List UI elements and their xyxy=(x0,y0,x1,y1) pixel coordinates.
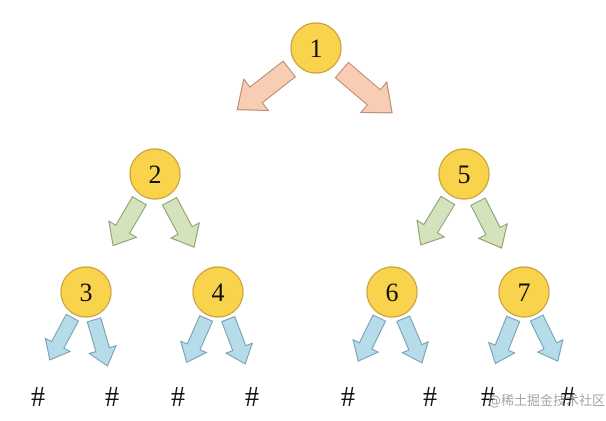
tree-node-6: 6 xyxy=(366,266,418,318)
null-marker: # xyxy=(245,382,259,413)
null-marker: # xyxy=(31,382,45,413)
tree-node-1: 1 xyxy=(290,22,342,74)
null-marker: # xyxy=(105,382,119,413)
null-marker: # xyxy=(561,382,575,413)
null-marker: # xyxy=(171,382,185,413)
tree-node-4: 4 xyxy=(192,266,244,318)
arrow-4-to-null-8 xyxy=(180,315,214,364)
nodes-layer: 1 2 5 3 4 6 7 xyxy=(60,22,550,318)
node-circle xyxy=(192,266,244,318)
arrow-2-to-4-3 xyxy=(161,196,201,248)
tree-node-2: 2 xyxy=(129,148,181,200)
null-marker: # xyxy=(423,382,437,413)
arrow-3-to-null-7 xyxy=(86,317,117,367)
node-label: 1 xyxy=(310,34,323,63)
arrow-2-to-3-2 xyxy=(108,196,147,247)
arrow-5-to-7-5 xyxy=(470,197,509,249)
node-circle xyxy=(438,148,490,200)
node-label: 5 xyxy=(458,160,471,189)
tree-node-5: 5 xyxy=(438,148,490,200)
null-markers-layer: # # # # # # # # xyxy=(31,382,575,413)
node-circle xyxy=(366,266,418,318)
node-circle xyxy=(290,22,342,74)
node-label: 7 xyxy=(518,278,531,307)
node-label: 6 xyxy=(386,278,399,307)
arrow-6-to-null-11 xyxy=(396,315,429,364)
arrow-1-to-5-1 xyxy=(334,61,393,114)
arrow-7-to-null-13 xyxy=(529,314,564,362)
node-label: 3 xyxy=(80,278,93,307)
arrows-layer xyxy=(44,60,564,367)
node-label: 4 xyxy=(212,278,225,307)
watermark-text: @稀土掘金技术社区 xyxy=(488,394,606,409)
arrow-6-to-null-10 xyxy=(352,314,387,362)
node-label: 2 xyxy=(149,160,162,189)
arrow-7-to-null-12 xyxy=(487,315,521,365)
null-marker: # xyxy=(481,382,495,413)
node-circle xyxy=(129,148,181,200)
node-circle xyxy=(60,266,112,318)
arrow-5-to-6-4 xyxy=(416,195,456,246)
arrow-1-to-2-0 xyxy=(236,60,297,112)
tree-node-7: 7 xyxy=(498,266,550,318)
arrow-4-to-null-9 xyxy=(221,316,254,365)
null-marker: # xyxy=(341,382,355,413)
tree-node-3: 3 xyxy=(60,266,112,318)
arrow-3-to-null-6 xyxy=(44,313,80,361)
node-circle xyxy=(498,266,550,318)
